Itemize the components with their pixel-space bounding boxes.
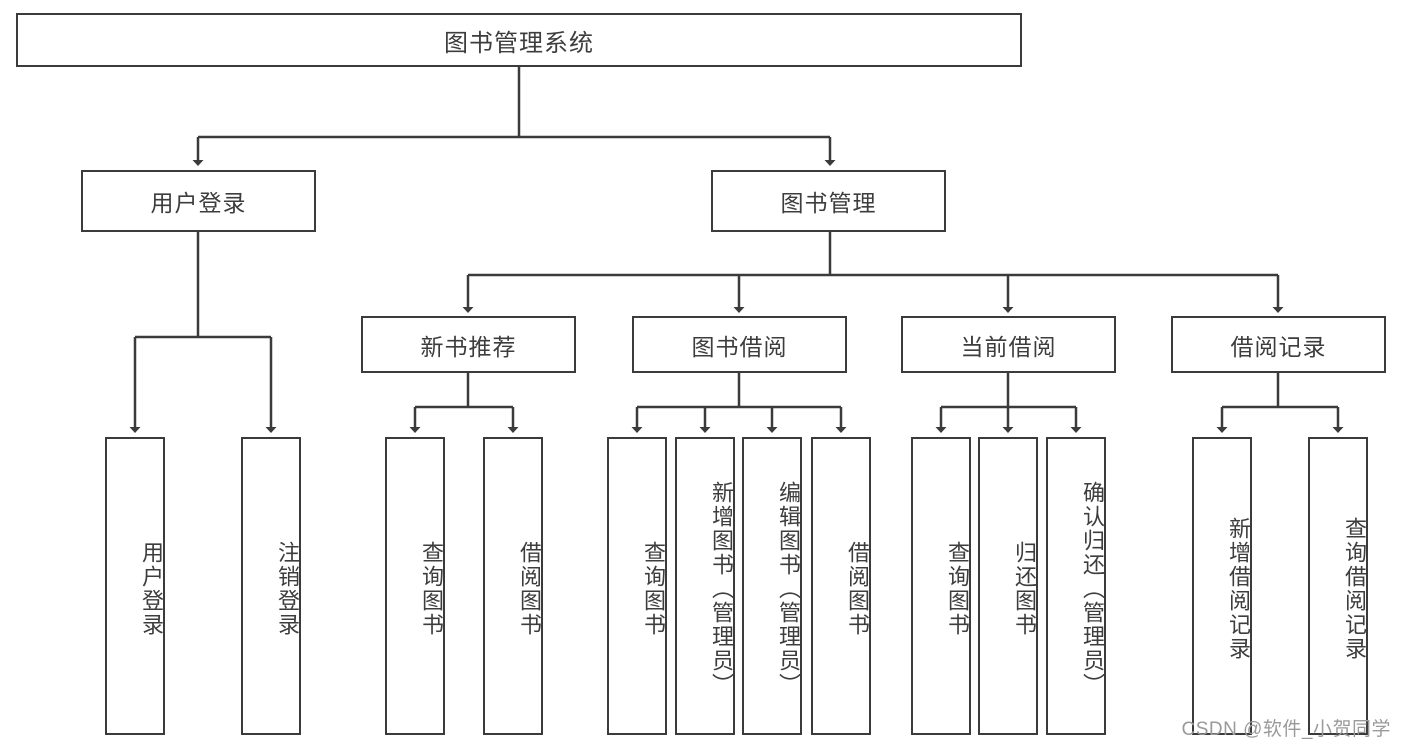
node-label: 查询图书: [419, 541, 444, 637]
leaf-book-borrow-edit-book-admin[interactable]: 编辑图书（管理员）: [742, 437, 802, 735]
node-label: 查询借阅记录: [1342, 517, 1367, 661]
watermark-credit: CSDN @软件_小贺同学: [1181, 719, 1391, 740]
leaf-current-borrow-query-book[interactable]: 查询图书: [911, 437, 971, 735]
leaf-book-borrow-query-book[interactable]: 查询图书: [607, 437, 667, 735]
node-user-login[interactable]: 用户登录: [81, 170, 316, 232]
node-label: 确认归还（管理员）: [1080, 481, 1105, 697]
leaf-book-borrow-borrow-book[interactable]: 借阅图书: [811, 437, 871, 735]
node-label: 借阅图书: [517, 541, 542, 637]
node-book-borrow[interactable]: 图书借阅: [632, 316, 847, 373]
node-label: 查询图书: [945, 541, 970, 637]
leaf-current-borrow-confirm-return-admin[interactable]: 确认归还（管理员）: [1046, 437, 1106, 735]
node-label: 注销登录: [275, 541, 300, 637]
node-label: 用户登录: [139, 541, 164, 637]
node-label: 图书借阅: [691, 333, 788, 360]
node-new-book-recommend[interactable]: 新书推荐: [361, 316, 576, 373]
leaf-user-login-logout[interactable]: 注销登录: [241, 437, 301, 735]
node-label: 归还图书: [1012, 541, 1037, 637]
leaf-borrow-record-add-record[interactable]: 新增借阅记录: [1192, 437, 1252, 735]
node-label: 新增借阅记录: [1226, 517, 1251, 661]
node-label: 新增图书（管理员）: [709, 481, 734, 697]
node-label: 图书管理: [780, 190, 877, 216]
leaf-new-book-query-book[interactable]: 查询图书: [385, 437, 445, 735]
node-label: 借阅图书: [845, 541, 870, 637]
leaf-current-borrow-return-book[interactable]: 归还图书: [978, 437, 1038, 735]
node-label: 编辑图书（管理员）: [776, 481, 801, 697]
leaf-user-login-login[interactable]: 用户登录: [105, 437, 165, 735]
leaf-borrow-record-query-record[interactable]: 查询借阅记录: [1308, 437, 1368, 735]
node-label: 图书管理系统: [444, 29, 594, 57]
node-root-book-management-system[interactable]: 图书管理系统: [16, 13, 1022, 67]
node-label: 用户登录: [150, 190, 247, 216]
leaf-new-book-borrow-book[interactable]: 借阅图书: [483, 437, 543, 735]
node-label: 借阅记录: [1230, 333, 1327, 360]
node-borrow-record[interactable]: 借阅记录: [1171, 316, 1386, 373]
node-label: 查询图书: [641, 541, 666, 637]
leaf-book-borrow-add-book-admin[interactable]: 新增图书（管理员）: [675, 437, 735, 735]
node-label: 当前借阅: [960, 333, 1057, 360]
node-label: 新书推荐: [420, 333, 517, 360]
node-current-borrow[interactable]: 当前借阅: [901, 316, 1116, 373]
node-book-management[interactable]: 图书管理: [711, 170, 946, 232]
